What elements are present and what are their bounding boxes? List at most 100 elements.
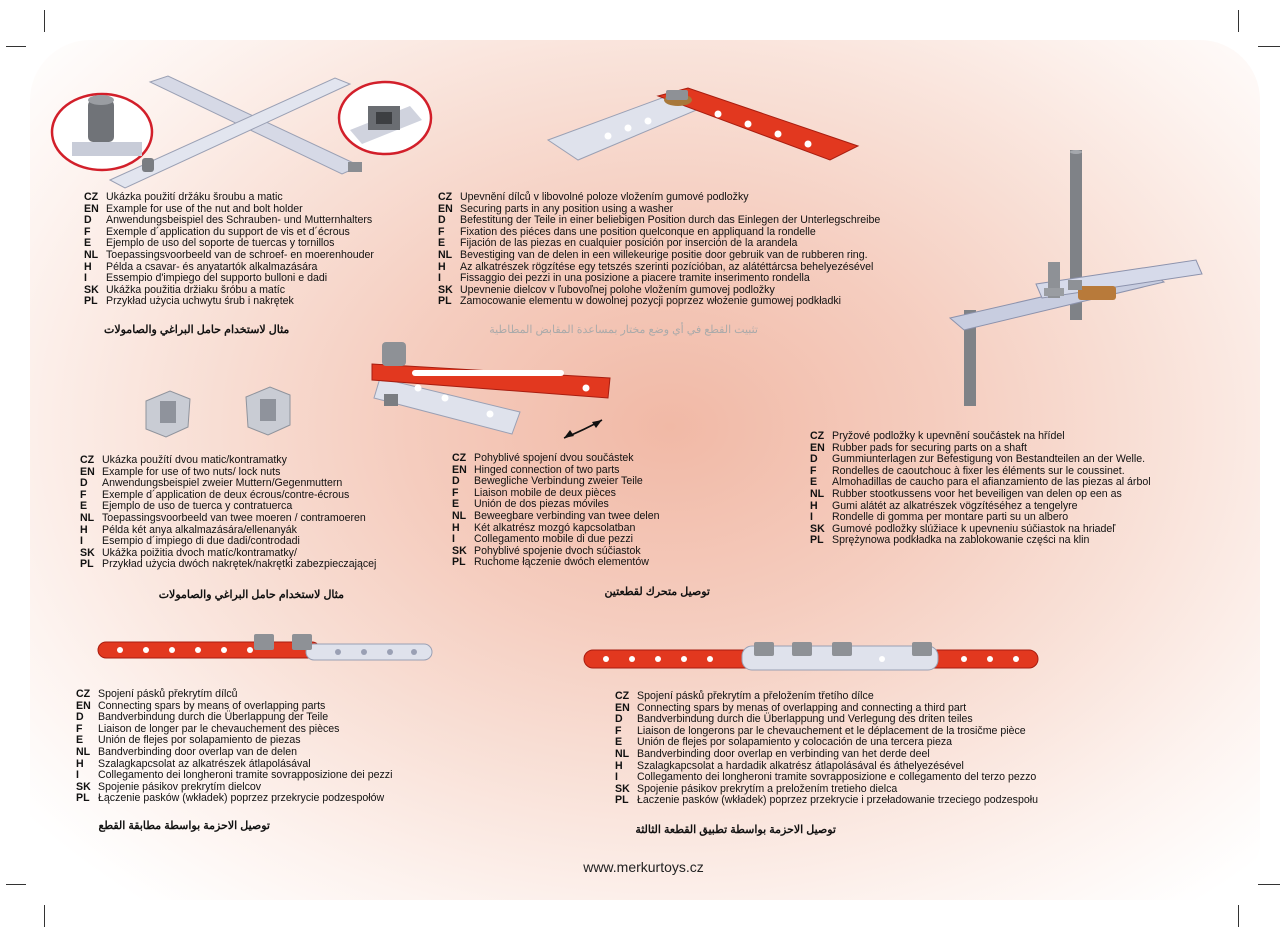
crop-mark bbox=[6, 884, 26, 885]
language-code: D bbox=[80, 477, 88, 490]
caption-text: Szalagkapcsolat a hardadik alkatrész átl… bbox=[637, 759, 964, 772]
language-code: EN bbox=[452, 463, 467, 476]
language-code: E bbox=[810, 476, 818, 489]
caption-text: Bandverbindung durch die Überlappung und… bbox=[637, 713, 973, 726]
caption-text: Példa a csavar- és anyatartók alkalmazás… bbox=[106, 260, 318, 273]
website-url[interactable]: www.merkurtoys.cz bbox=[583, 859, 704, 875]
language-code: NL bbox=[615, 747, 630, 760]
language-code: H bbox=[452, 521, 460, 534]
caption-row: I Collegamento dei longheroni tramite sov… bbox=[76, 770, 392, 782]
language-code: NL bbox=[810, 487, 825, 500]
caption-row: E Ejemplo de uso de tuerca y contratuerca bbox=[80, 501, 376, 513]
language-code: SK bbox=[84, 283, 99, 296]
language-code: D bbox=[438, 214, 446, 227]
caption-text: Esempio d´impiego di due dadi/controdadi bbox=[102, 535, 300, 548]
caption-row: H Szalagkapcsolat a hardadik alkatrész át… bbox=[615, 759, 1038, 773]
language-code: D bbox=[84, 214, 92, 227]
caption-text: Pryžové podložky k upevnění součástek na… bbox=[832, 430, 1065, 442]
caption-text: Collegamento dei longheroni tramite sovr… bbox=[637, 771, 1037, 784]
crop-mark bbox=[1238, 10, 1239, 32]
caption-text: Anwendungsbeispiel des Schrauben- und Mu… bbox=[106, 214, 373, 227]
caption-text: Przykład użycia dwóch nakrętek/nakrętki … bbox=[102, 558, 377, 571]
language-code: D bbox=[615, 713, 623, 726]
caption-text: Bandverbinding door overlap en verbindin… bbox=[637, 747, 930, 760]
language-code: PL bbox=[452, 556, 466, 569]
caption-text: Zamocowanie elementu w dowolnej pozycji … bbox=[460, 295, 841, 308]
language-code: EN bbox=[84, 202, 99, 215]
caption-text: Pohyblivé spojení dvou součástek bbox=[474, 452, 634, 464]
caption-row: D Anwendungsbeispiel des Schrauben- und M… bbox=[84, 215, 374, 227]
caption-text: Łączenie pasków (wkładek) poprzez przekr… bbox=[98, 792, 385, 805]
caption-text: Két alkatrész mozgó kapcsolatban bbox=[474, 521, 636, 534]
language-code: H bbox=[84, 260, 92, 273]
language-code: F bbox=[76, 722, 83, 735]
hinged-connection-illustration bbox=[371, 342, 611, 439]
caption-text: Fijación de las piezas en cualquier posi… bbox=[460, 237, 798, 250]
caption-text: Bandverbindung durch die Überlappung der… bbox=[98, 711, 329, 724]
caption-text: Gumi alátét az alkatrészek vögzítéséhez … bbox=[832, 499, 1078, 512]
language-code: H bbox=[615, 759, 623, 772]
caption-text: Ruchome łączenie dwóch elementów bbox=[474, 556, 649, 569]
crop-mark bbox=[1258, 46, 1280, 47]
language-code: I bbox=[452, 533, 455, 546]
language-code: EN bbox=[438, 202, 453, 215]
caption-text: Ejemplo de uso del soporte de tuercas y … bbox=[106, 237, 335, 250]
caption-text: Anwendungsbeispiel zweier Muttern/Gegenm… bbox=[102, 477, 343, 490]
caption-text: Rubber pads for securing parts on a shaf… bbox=[832, 441, 1027, 454]
caption-text: Fissaggio dei pezzi in una posizione a p… bbox=[460, 272, 810, 285]
language-code: CZ bbox=[615, 690, 630, 702]
language-code: PL bbox=[76, 792, 90, 805]
caption-text: Collegamento dei longheroni tramite sovr… bbox=[98, 769, 393, 782]
caption-row: PL Przykład użycia dwóch nakrętek/nakrętk… bbox=[80, 559, 376, 571]
caption-text: Connecting spars by means of overlapping… bbox=[98, 699, 326, 712]
language-code: I bbox=[76, 769, 79, 782]
language-code: CZ bbox=[810, 430, 825, 442]
language-code: E bbox=[80, 500, 88, 513]
overlapping-spars-illustration bbox=[97, 634, 433, 661]
caption-text: Rondelle di gomma per montare parti su u… bbox=[832, 511, 1069, 524]
caption-text: Ejemplo de uso de tuerca y contratuerca bbox=[102, 500, 293, 513]
language-code: NL bbox=[84, 248, 99, 261]
caption-text: Gummiunterlagen zur Befestigung von Best… bbox=[832, 453, 1146, 466]
caption-text: Ukázka použítí dvou matic/kontramatky bbox=[102, 454, 287, 466]
caption-row: H Példa a csavar- és anyatartók alkalmazá… bbox=[84, 260, 374, 274]
language-code: SK bbox=[452, 544, 467, 557]
caption-text: Gumové podložky slúžiace k upevneniu súč… bbox=[832, 522, 1116, 535]
language-code: E bbox=[452, 498, 460, 511]
two-nuts-illustration bbox=[145, 386, 291, 438]
language-code: D bbox=[452, 475, 460, 488]
crop-mark bbox=[6, 46, 26, 47]
language-code: PL bbox=[80, 558, 94, 571]
caption-text: Spojenie pásikov prekrytím dielcov bbox=[98, 780, 262, 793]
caption-row: CZ Pryžové podložky k upevnění součástek … bbox=[810, 430, 1151, 443]
caption-text: Essempio d'impiego del supporto bulloni … bbox=[106, 272, 328, 285]
language-code: F bbox=[452, 486, 459, 499]
language-code: E bbox=[76, 734, 84, 747]
caption-row: NL Bandverbinding door overlap en verbind… bbox=[615, 747, 1038, 761]
